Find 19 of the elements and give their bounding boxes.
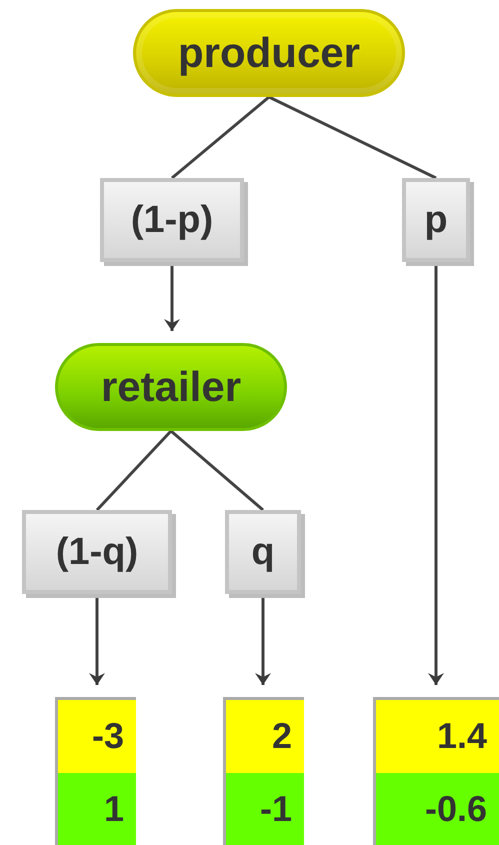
payoff-value: -1 — [226, 772, 304, 845]
connector-line — [96, 430, 172, 512]
node-label: (1-q) — [56, 530, 138, 574]
node-label: q — [251, 530, 275, 574]
payoff-value: 1 — [58, 772, 136, 845]
payoff-box — [55, 697, 136, 845]
payoff-value: 2 — [226, 700, 304, 772]
node-label: retailer — [100, 363, 242, 411]
payoff-value: 1.4 — [376, 700, 499, 772]
node-label: (1-p) — [130, 198, 214, 242]
connector-line — [171, 96, 270, 180]
payoff-value: -0.6 — [376, 772, 499, 845]
connector-line — [268, 96, 437, 180]
node-label: p — [424, 198, 448, 242]
payoff-box — [223, 697, 304, 845]
node-label: producer — [178, 29, 360, 77]
payoff-value: -3 — [58, 700, 136, 772]
payoff-box — [373, 697, 499, 845]
connector-line — [170, 430, 264, 512]
